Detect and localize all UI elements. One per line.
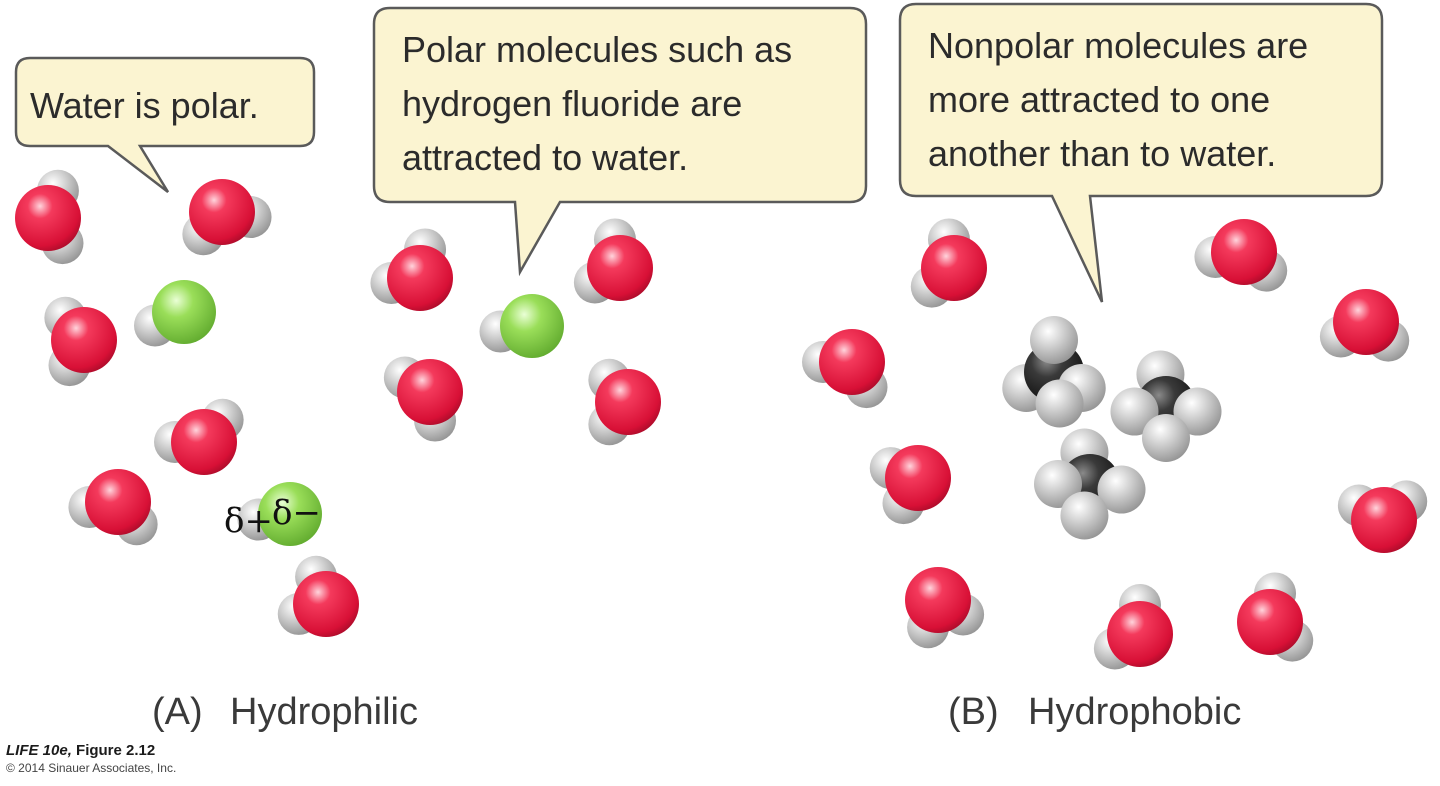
hydrogen-fluoride-molecule xyxy=(479,294,564,358)
oxygen-atom xyxy=(921,235,987,301)
callout-nonpolar-line-3: another than to water. xyxy=(928,133,1276,174)
callout-nonpolar-line-2: more attracted to one xyxy=(928,79,1270,120)
water-molecule xyxy=(68,469,158,546)
water-molecule xyxy=(44,296,117,387)
fluorine-atom xyxy=(152,280,216,344)
callout-water-polar-line-1: Water is polar. xyxy=(30,85,259,126)
water-molecule xyxy=(182,179,272,256)
oxygen-atom xyxy=(885,445,951,511)
water-molecule xyxy=(154,398,244,475)
partial-negative-label: δ− xyxy=(272,493,321,533)
hydrogen-atom xyxy=(1097,465,1146,514)
water-molecule xyxy=(15,169,84,265)
water-molecule xyxy=(1319,289,1410,362)
credit-copyright: © 2014 Sinauer Associates, Inc. xyxy=(6,761,177,775)
panel-label-a: (A) Hydrophilic xyxy=(152,691,418,733)
molecules-layer xyxy=(15,169,1428,670)
fluorine-atom xyxy=(500,294,564,358)
water-molecule xyxy=(370,228,453,311)
water-molecule xyxy=(869,445,951,525)
callout-water-polar: Water is polar. xyxy=(14,56,316,193)
callout-polar-line-2: hydrogen fluoride are xyxy=(402,83,742,124)
hydrogen-fluoride-molecule xyxy=(237,482,322,546)
oxygen-atom xyxy=(819,329,885,395)
callout-polar-line-3: attracted to water. xyxy=(402,137,688,178)
credit-figure: Figure 2.12 xyxy=(76,742,156,759)
oxygen-atom xyxy=(1351,487,1417,553)
hydrogen-atom xyxy=(1034,460,1082,508)
panel-b-title: Hydrophobic xyxy=(1028,691,1241,733)
partial-charges: δ+ δ− xyxy=(224,493,321,541)
panel-b-letter: (B) xyxy=(948,691,999,733)
fluorine-atom xyxy=(258,482,322,546)
water-molecule xyxy=(1194,219,1288,292)
oxygen-atom xyxy=(397,359,463,425)
credit-book: LIFE 10e, xyxy=(6,742,72,759)
water-molecule xyxy=(1237,572,1314,662)
panel-a-title: Hydrophilic xyxy=(230,691,418,733)
oxygen-atom xyxy=(1107,601,1173,667)
figure-credit: LIFE 10e, Figure 2.12 © 2014 Sinauer Ass… xyxy=(6,742,176,776)
panel-a-letter: (A) xyxy=(152,691,203,733)
callout-nonpolar: Nonpolar molecules are more attracted to… xyxy=(898,2,1384,303)
oxygen-atom xyxy=(1237,589,1303,655)
oxygen-atom xyxy=(587,235,653,301)
hydrogen-atom xyxy=(1110,387,1159,436)
callout-polar-line-1: Polar molecules such as xyxy=(402,29,792,70)
methane-molecule xyxy=(1110,350,1222,462)
callout-polar-attracted: Polar molecules such as hydrogen fluorid… xyxy=(372,6,868,277)
panel-label-b: (B) Hydrophobic xyxy=(948,691,1241,733)
water-molecule xyxy=(910,218,987,308)
hydrogen-atom xyxy=(1030,316,1078,364)
water-molecule xyxy=(1337,480,1428,553)
water-molecule xyxy=(905,567,985,649)
oxygen-atom xyxy=(1211,219,1277,285)
callout-nonpolar-line-1: Nonpolar molecules are xyxy=(928,25,1308,66)
water-molecule xyxy=(277,555,359,637)
hydrogen-atom xyxy=(1035,379,1084,428)
hydrogen-atom xyxy=(1173,387,1222,436)
oxygen-atom xyxy=(293,571,359,637)
water-molecule xyxy=(573,218,653,304)
methane-molecule xyxy=(1034,428,1146,540)
hydrogen-fluoride-molecule xyxy=(133,280,216,347)
oxygen-atom xyxy=(51,307,117,373)
oxygen-atom xyxy=(15,185,81,251)
water-molecule xyxy=(383,356,463,442)
oxygen-atom xyxy=(189,179,255,245)
oxygen-atom xyxy=(595,369,661,435)
methane-molecule xyxy=(1002,316,1106,428)
hydrogen-atom xyxy=(1142,414,1190,462)
oxygen-atom xyxy=(905,567,971,633)
oxygen-atom xyxy=(387,245,453,311)
partial-positive-label: δ+ xyxy=(224,501,273,541)
hydrogen-atom xyxy=(1060,491,1109,540)
water-molecule xyxy=(802,329,888,409)
oxygen-atom xyxy=(171,409,237,475)
water-molecule xyxy=(1093,584,1173,670)
oxygen-atom xyxy=(1333,289,1399,355)
water-molecule xyxy=(588,358,661,446)
oxygen-atom xyxy=(85,469,151,535)
